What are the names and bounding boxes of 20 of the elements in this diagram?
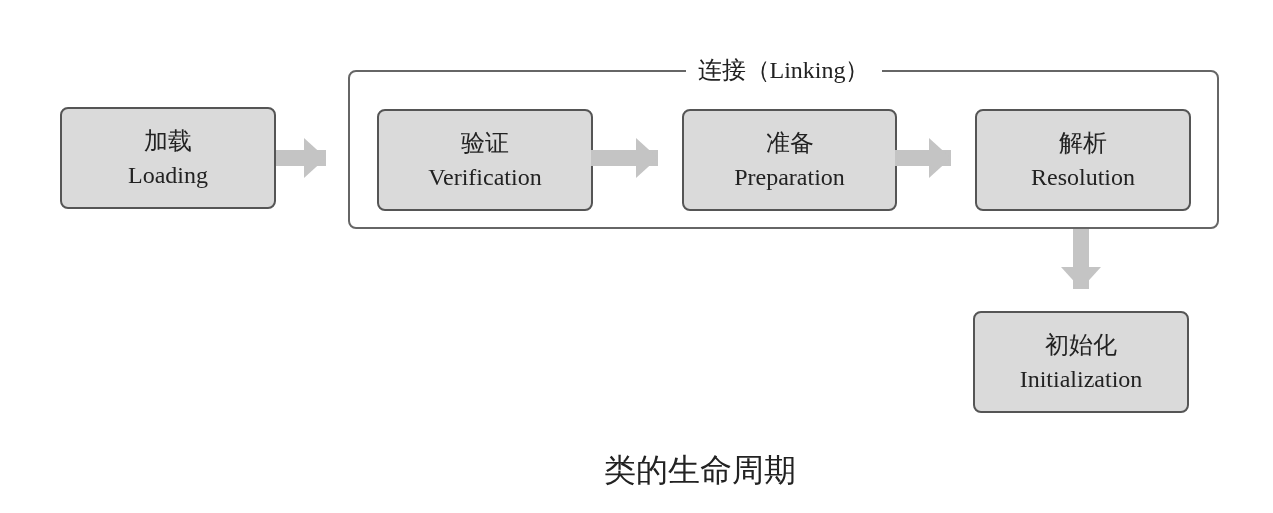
box-label: 解析 [1059,129,1107,158]
box-label: Preparation [734,163,845,192]
box-label: Initialization [1019,365,1143,394]
box-label: 准备 [765,129,814,158]
block-arrow [276,138,326,178]
block-arrow [1061,229,1101,289]
caption: 类的生命周期 [603,451,797,490]
process-box [973,311,1189,413]
process-box [975,109,1191,211]
box-label: Verification [428,163,542,192]
box-label: Resolution [1031,163,1135,192]
block-arrow [591,138,658,178]
box-label: Loading [128,161,208,190]
box-label: 初始化 [1045,331,1117,360]
process-box [60,107,276,209]
box-label: 加载 [144,127,192,156]
process-box [377,109,593,211]
block-arrow [895,138,951,178]
box-label: 验证 [461,129,509,158]
process-box [682,109,897,211]
